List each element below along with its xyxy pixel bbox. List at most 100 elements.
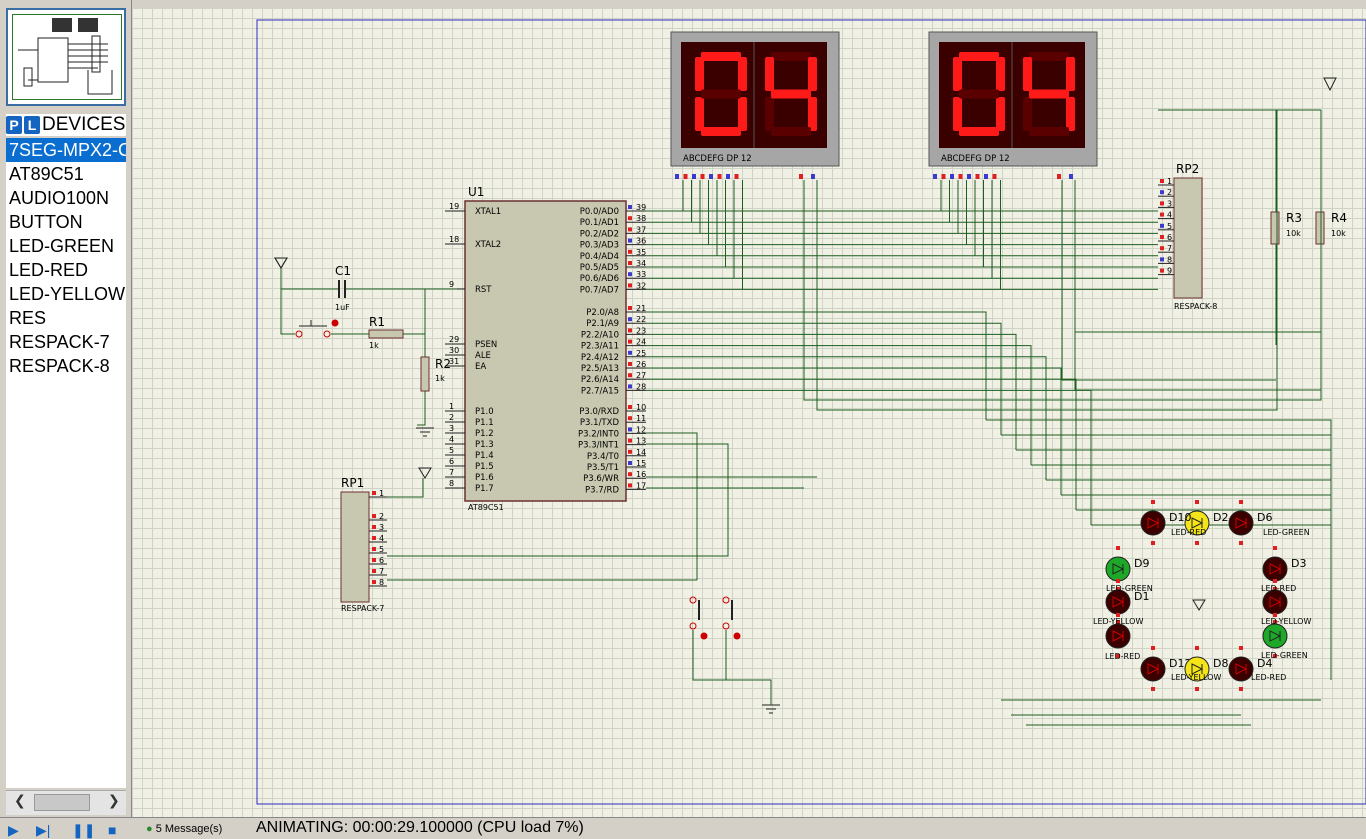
led-part-label: LED-RED: [1105, 652, 1140, 661]
device-list-item[interactable]: LED-YELLOW: [9, 284, 126, 304]
device-list-item[interactable]: 7SEG-MPX2-CC: [6, 138, 126, 162]
led-unlabeled[interactable]: [1262, 579, 1288, 624]
led-d8[interactable]: [1184, 646, 1210, 691]
led-part-label: LED-GREEN: [1261, 651, 1308, 660]
rp-pin-number: 2: [379, 512, 384, 521]
u1-pin-number: 6: [449, 457, 454, 466]
seven-seg-display-2[interactable]: ABCDEFG DP 12: [928, 31, 1098, 179]
device-list-item[interactable]: RES: [9, 308, 47, 328]
led-d12[interactable]: [1140, 646, 1166, 691]
device-list-item[interactable]: LED-GREEN: [9, 236, 115, 256]
r1-resistor[interactable]: R1 1k: [368, 315, 404, 350]
segment: [738, 97, 747, 131]
device-list-item[interactable]: AUDIO100N: [9, 188, 110, 208]
led-d6[interactable]: [1228, 500, 1254, 545]
overview-window[interactable]: [6, 8, 126, 106]
push-buttons[interactable]: [689, 596, 741, 640]
led-unlabeled[interactable]: [1262, 613, 1288, 658]
led-ref: D10: [1169, 511, 1191, 524]
segment: [701, 52, 741, 61]
r2-resistor[interactable]: R2 1k: [420, 356, 451, 392]
u1-microcontroller[interactable]: U1 AT89C51 19XTAL118XTAL29RST29PSEN30ALE…: [445, 185, 646, 512]
segment: [1066, 57, 1075, 91]
segment: [695, 57, 704, 91]
reset-button[interactable]: [295, 319, 339, 338]
device-list-item[interactable]: LED-RED: [9, 260, 89, 280]
seven-seg-display-1[interactable]: ABCDEFG DP 12: [670, 31, 840, 179]
segment-labels: ABCDEFG DP 12: [683, 154, 752, 164]
device-list-item[interactable]: AT89C51: [9, 164, 84, 184]
r1-value: 1k: [369, 341, 379, 350]
r3-resistor[interactable]: R3 10k: [1270, 211, 1302, 245]
u1-pin-number: 33: [636, 270, 646, 279]
segment: [701, 127, 741, 136]
rp1-part: RESPACK-7: [341, 604, 384, 613]
led-d2[interactable]: [1184, 500, 1210, 545]
u1-pin-name: P2.2/A10: [581, 330, 619, 340]
device-list-scrollbar[interactable]: ❮ ❯: [6, 790, 126, 815]
u1-pin-number: 27: [636, 371, 646, 380]
messages-count: 5 Message(s): [155, 823, 223, 835]
scrollbar-thumb[interactable]: [34, 794, 90, 811]
u1-pin-number: 10: [636, 403, 646, 412]
led-ref: D4: [1257, 657, 1272, 670]
u1-pin-number: 28: [636, 382, 646, 391]
play-icon[interactable]: ▶: [8, 822, 19, 838]
u1-pin-name: P2.0/A8: [586, 308, 619, 318]
u1-right-pins: 39P0.0/AD038P0.1/AD137P0.2/AD236P0.3/AD3…: [578, 203, 646, 495]
u1-pin-name: P3.7/RD: [585, 485, 619, 495]
u1-pin-number: 7: [449, 468, 454, 477]
u1-pin-name: P1.3: [475, 440, 494, 450]
step-icon[interactable]: ▶|: [36, 822, 51, 838]
device-list-item[interactable]: RESPACK-8: [9, 356, 110, 376]
c1-capacitor[interactable]: C1 1uF: [281, 264, 431, 312]
pause-icon[interactable]: ❚❚: [72, 822, 96, 838]
schematic-drawing: U1 AT89C51 19XTAL118XTAL29RST29PSEN30ALE…: [256, 19, 1366, 805]
u1-pin-number: 11: [636, 414, 646, 423]
led-ref: D2: [1213, 511, 1228, 524]
segment: [996, 57, 1005, 91]
segment: [771, 89, 811, 99]
ground-symbol-2: [762, 704, 780, 714]
led-ref: D3: [1291, 557, 1306, 570]
led-d10[interactable]: [1140, 500, 1166, 545]
device-list-item[interactable]: BUTTON: [9, 212, 83, 232]
led-d3[interactable]: [1262, 546, 1288, 591]
u1-left-pins: 19XTAL118XTAL29RST29PSEN30ALE31EA1P1.02P…: [445, 202, 501, 494]
scroll-left-icon[interactable]: ❮: [14, 793, 26, 809]
u1-pin-name: P2.6/A14: [581, 375, 619, 385]
u1-pin-number: 5: [449, 446, 454, 455]
u1-pin-name: P0.6/AD6: [580, 274, 619, 284]
device-list[interactable]: 7SEG-MPX2-CCAT89C51AUDIO100N BUTTON LED-GR…: [6, 138, 126, 788]
device-list-item[interactable]: RESPACK-7: [9, 332, 110, 352]
wire-net: [274, 109, 1332, 726]
rp-pin-number: 1: [379, 489, 384, 498]
segment: [1023, 57, 1032, 91]
led-unlabeled[interactable]: [1105, 613, 1131, 658]
u1-pin-number: 36: [636, 237, 646, 246]
u1-pin-number: 35: [636, 248, 646, 257]
led-part-label: LED-RED: [1261, 584, 1296, 593]
u1-pin-name: P2.1/A9: [586, 319, 619, 329]
u1-pin-name: P3.6/WR: [583, 474, 619, 484]
messages-indicator[interactable]: ● 5 Message(s): [146, 821, 222, 837]
library-button[interactable]: L: [24, 115, 40, 134]
u1-pin-name: P1.0: [475, 407, 494, 417]
rp-pin-number: 1: [1167, 177, 1172, 186]
scroll-right-icon[interactable]: ❯: [108, 793, 120, 809]
u1-pin-name: P2.4/A12: [581, 353, 619, 363]
segment: [765, 57, 774, 91]
led-ref: D9: [1134, 557, 1149, 570]
segment: [771, 52, 811, 61]
u1-pin-number: 31: [449, 357, 459, 366]
led-d4[interactable]: [1228, 646, 1254, 691]
u1-pin-name: P1.4: [475, 451, 494, 461]
stop-icon[interactable]: ■: [108, 822, 117, 838]
r4-resistor[interactable]: R4 10k: [1315, 211, 1347, 245]
u1-pin-number: 1: [449, 402, 454, 411]
pick-devices-button[interactable]: P: [6, 115, 22, 134]
rp-pin-number: 7: [379, 567, 384, 576]
